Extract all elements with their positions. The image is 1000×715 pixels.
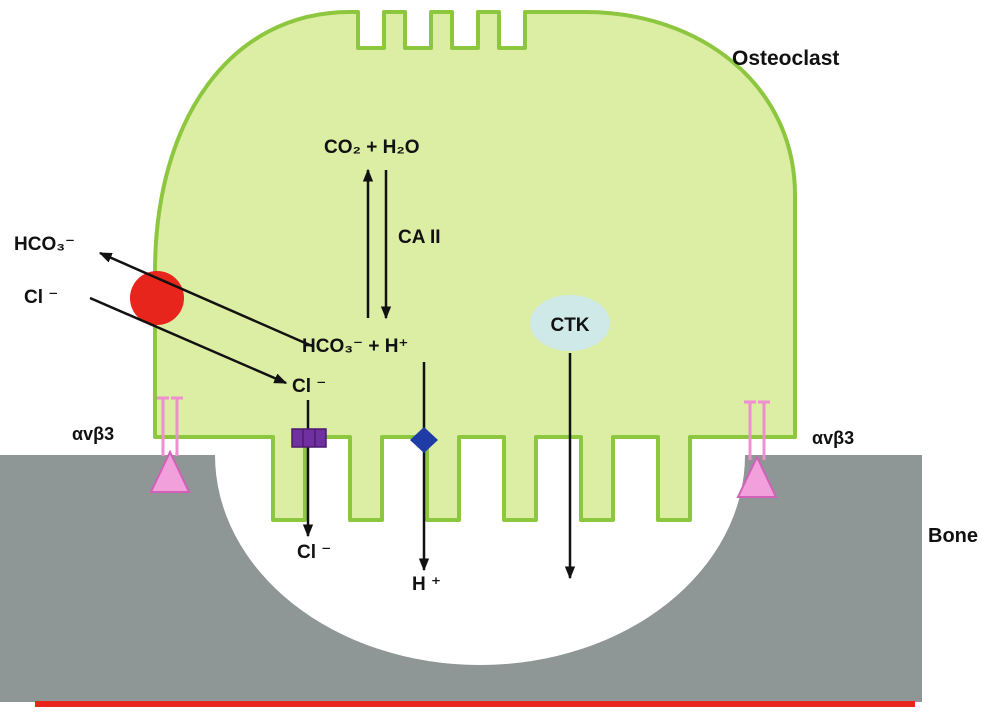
bicarbonate-out-label: HCO₃⁻ [14,234,75,255]
chloride-in-label: Cl ⁻ [292,376,326,397]
bottom-red-line [35,701,915,707]
bicarbonate-proton-label: HCO₃⁻ + H⁺ [302,336,408,357]
bone-label: Bone [928,525,978,547]
osteoclast-cell [153,10,797,522]
integrin-left-icon [149,396,191,493]
co2-h2o-label: CO₂ + H₂O [324,137,420,158]
bicarbonate-efflux-arrow [98,251,313,348]
proton-pump-icon [410,427,438,453]
integrin-right-label: αvβ3 [812,428,854,448]
integrin-left-label: αvβ3 [72,424,114,444]
ctk-vesicle [530,295,610,351]
chloride-out-label: Cl ⁻ [24,287,58,308]
proton-secreted-label: H ⁺ [412,574,441,595]
carbonic-anhydrase-label: CA II [398,227,441,248]
chloride-secreted-label: Cl ⁻ [297,542,331,563]
osteoclast-label: Osteoclast [732,47,839,70]
integrin-right-icon [736,400,778,498]
ctk-label: CTK [550,315,589,336]
chloride-channel-icon [291,428,327,448]
chloride-influx-arrow [89,296,288,385]
